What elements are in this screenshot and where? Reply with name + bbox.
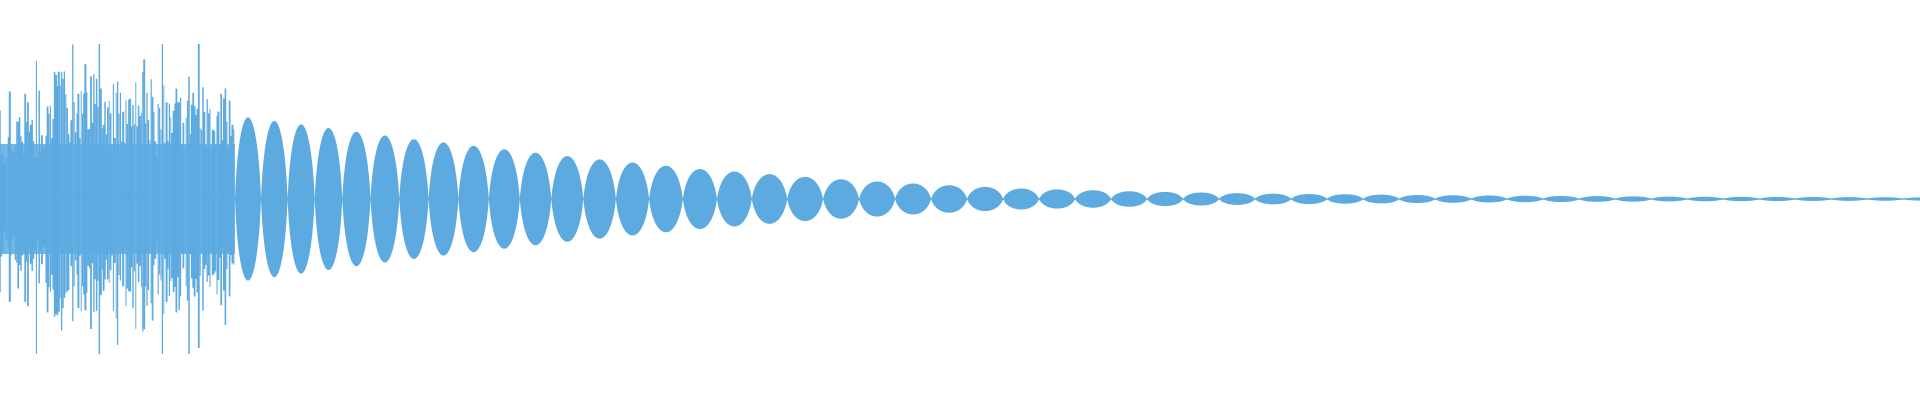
waveform-decay-lobes [235,117,1920,281]
